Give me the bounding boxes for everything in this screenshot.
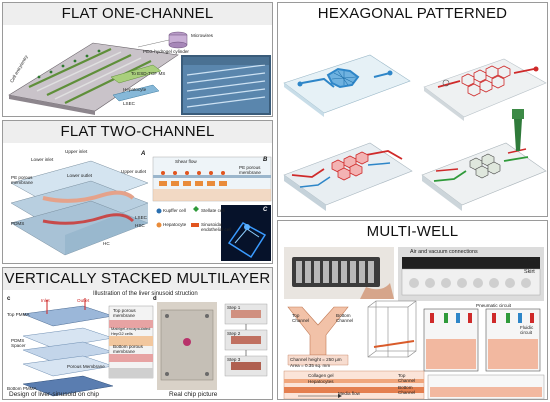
label-top-channel: Top Channel <box>292 313 310 323</box>
label-hepatocyte: Hepatocyte <box>163 222 187 227</box>
panel-flat-two-channel: FLAT TWO-CHANNEL Upper inlet Lower in <box>2 120 273 264</box>
label-top-channel-2: Top Channel <box>398 373 416 383</box>
label-bottom-channel-2: Bottom Channel <box>398 385 416 395</box>
flat-two-channel-diagram <box>10 156 272 261</box>
label-lsec: LSEC <box>135 215 148 220</box>
label-bottom-pmma: Bottom PMMA <box>7 386 37 391</box>
label-lower-outlet: Lower outlet <box>67 173 93 178</box>
label-channel-height: Channel height = 250 µm <box>290 357 342 362</box>
flat-one-channel-diagram <box>8 31 271 115</box>
label-stellate: Stellate cell <box>201 208 225 213</box>
label-c: C <box>263 207 268 213</box>
label-esd: To ESD-TOF MS <box>131 71 166 76</box>
label-inlet: Inlet <box>41 298 50 303</box>
label-step1: Step 1 <box>227 305 241 310</box>
label-sinusoidal: Sinusoidal endothelial cell <box>201 222 232 232</box>
label-lower-inlet: Lower inlet <box>31 157 54 162</box>
panel-title: VERTICALLY STACKED MULTILAYER <box>3 268 272 290</box>
label-skirt: Skirt <box>524 269 535 275</box>
label-collagen: Collagen gel <box>308 373 334 378</box>
label-d: d <box>153 296 157 302</box>
label-peg-cylinder: PEG-hydrogel cylinder <box>143 49 189 54</box>
vertical-multilayer-diagram <box>22 298 268 397</box>
label-step3: Step 3 <box>227 357 241 362</box>
panel-title: FLAT TWO-CHANNEL <box>3 121 272 143</box>
subtitle: Illustration of the liver sinusoid struc… <box>93 291 198 297</box>
label-pneumatic: Pneumatic circuit <box>476 303 511 308</box>
label-hsc: HSC <box>135 223 145 228</box>
panel-multi-well: MULTI-WELL <box>277 220 548 400</box>
label-pe-porous-b: PE porous membrane <box>239 165 261 175</box>
label-pdms: PDMS <box>11 221 25 226</box>
panel-vertical-multilayer: VERTICALLY STACKED MULTILAYER Illustrati… <box>2 267 273 400</box>
hexagonal-patterned-diagram <box>283 54 547 211</box>
label-step2: Step 2 <box>227 331 241 336</box>
caption-real-chip: Real chip picture <box>169 391 218 398</box>
label-area: Area = 0.35 sq. mm <box>290 363 331 368</box>
label-outlet: Outlet <box>77 298 90 303</box>
label-hepatocyte: Hepatocyte <box>123 87 147 92</box>
panel-hexagonal-patterned: HEXAGONAL PATTERNED <box>277 2 548 217</box>
label-bottom-porous: Bottom porous membrane <box>113 344 143 354</box>
label-upper-outlet: Upper outlet <box>121 169 147 174</box>
label-media-flow: Media flow <box>338 391 360 396</box>
panel-title: FLAT ONE-CHANNEL <box>3 3 272 25</box>
label-pe-porous: PE porous membrane <box>11 175 33 185</box>
label-top-pmma: Top PMMA <box>7 312 30 317</box>
label-microwires: Microwires <box>191 33 213 38</box>
label-shear-flow: Shear flow <box>175 159 197 164</box>
label-c: c <box>7 296 11 302</box>
label-hc: HC <box>103 241 110 246</box>
panel-title: MULTI-WELL <box>278 221 547 243</box>
caption-design: Design of liver-sinusoid on chip <box>9 391 99 398</box>
label-fluidic: Fluidic circuit <box>520 325 534 335</box>
label-a: A <box>141 151 146 157</box>
label-kupffer: Kupffer cell <box>163 208 186 213</box>
label-pdms-spacer: PDMS Spacer <box>11 338 26 348</box>
label-top-porous: Top porous membrane <box>113 308 136 318</box>
label-air-vacuum: Air and vacuum connections <box>410 249 478 255</box>
label-upper-inlet: Upper inlet <box>65 149 88 154</box>
multi-well-diagram <box>283 247 545 399</box>
label-pump: Pump <box>524 257 539 263</box>
label-matrigel: Matrigel-encapsulated HepG2 cells <box>111 326 151 336</box>
label-lsec: LSEC <box>123 101 136 106</box>
label-porous-membrane: Porous Membrane <box>67 364 105 369</box>
panel-title: HEXAGONAL PATTERNED <box>278 3 547 25</box>
label-bottom-channel: Bottom Channel <box>336 313 354 323</box>
label-b: B <box>263 157 268 163</box>
label-hepatocytes: Hepatocytes <box>308 379 334 384</box>
panel-flat-one-channel: FLAT ONE-CHANNEL <box>2 2 273 117</box>
